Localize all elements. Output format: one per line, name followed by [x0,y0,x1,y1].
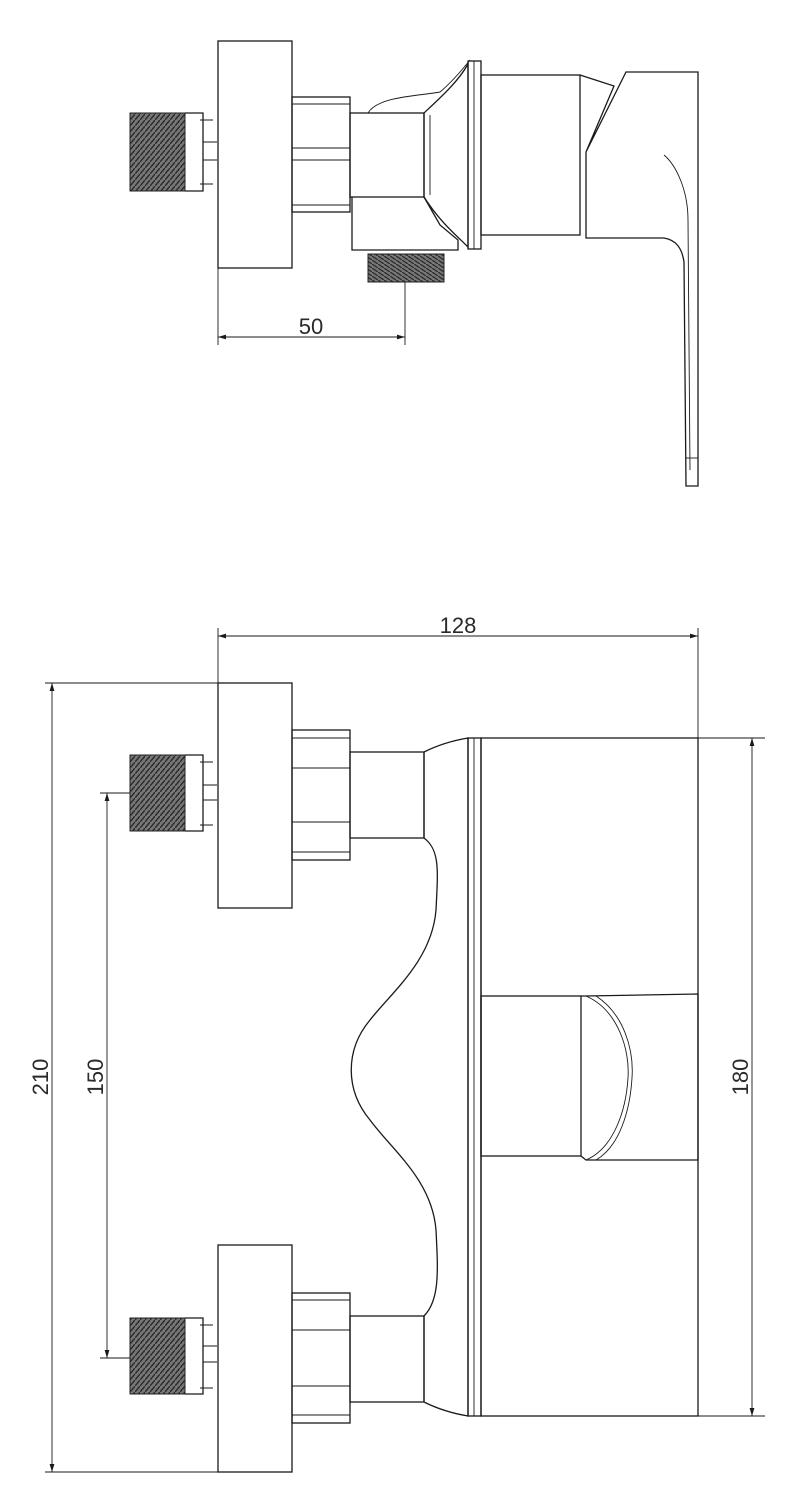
dim-210-label: 210 [28,1059,53,1096]
lower-inlet-thread [129,1317,186,1395]
dim-180-label: 180 [728,1059,753,1096]
top-dim-50-label: 50 [299,314,323,339]
top-outlet-body [351,196,459,251]
top-union-nut [291,96,351,213]
escutcheon-plate [467,737,482,1417]
top-view: 50 [129,40,699,487]
lower-wall-flange [217,1244,293,1473]
top-cartridge [480,74,581,236]
upper-union-nut [291,729,351,861]
mixer-body [350,737,469,1417]
top-handle [579,71,699,487]
lower-union-nut [291,1292,351,1424]
upper-inlet-thread [129,754,186,832]
cartridge [480,995,582,1157]
dim-150-label: 150 [83,1059,108,1096]
top-inlet-thread [129,112,186,192]
front-view: 128 210 150 180 [28,613,765,1473]
body-cover [480,737,699,1417]
top-wall-flange [217,40,293,269]
upper-wall-flange [217,682,293,909]
dim-128-label: 128 [440,613,477,638]
handle-front [580,993,699,1161]
top-outlet-thread [367,253,445,283]
